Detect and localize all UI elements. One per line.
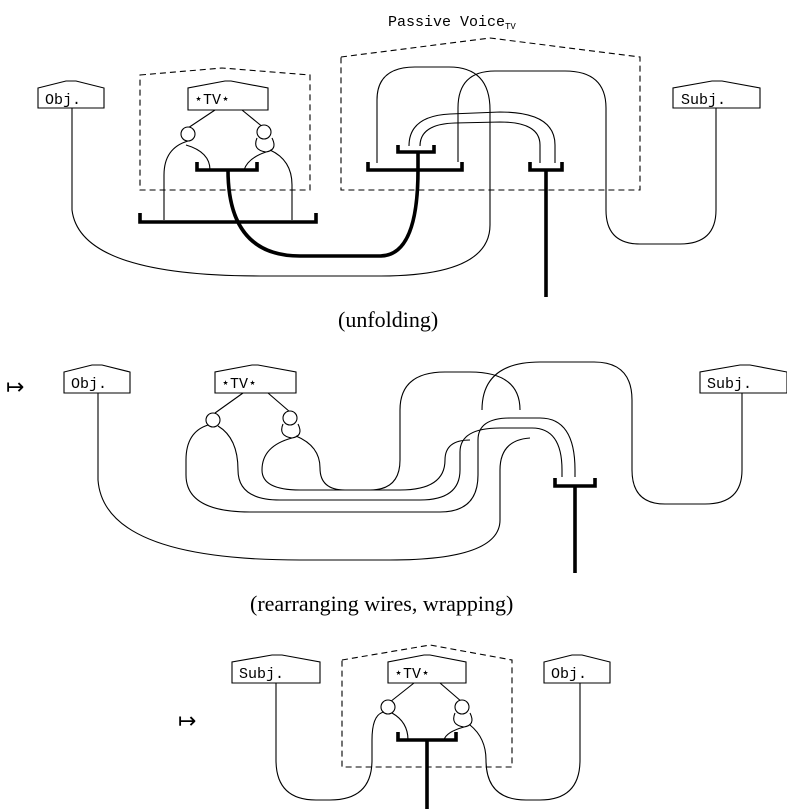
- passive-output-cup: [528, 162, 564, 172]
- obj-label: Obj.: [45, 92, 81, 109]
- subj-box-3: Subj.: [231, 654, 321, 684]
- subj-label: Subj.: [681, 92, 726, 109]
- obj-box-2: Obj.: [63, 364, 131, 394]
- tv-label: ⋆TV⋆: [194, 92, 230, 109]
- obj-box: Obj.: [37, 80, 105, 109]
- passive-cup-small: [396, 145, 436, 154]
- tv-box-2: ⋆TV⋆: [214, 364, 297, 394]
- tv-box: ⋆TV⋆: [187, 80, 269, 111]
- step-label-unfolding: (unfolding): [338, 307, 438, 332]
- result-dashed-box: [341, 644, 513, 768]
- passive-cup-large: [366, 162, 464, 172]
- joining-thick-wire: [226, 169, 420, 258]
- step-label-rearranging: (rearranging wires, wrapping): [250, 591, 513, 616]
- tv-node-left: [180, 126, 196, 142]
- subj-label-3: Subj.: [239, 666, 284, 683]
- panel-3: ↦ Subj. ⋆TV⋆ Obj.: [178, 644, 611, 809]
- tv-label-3: ⋆TV⋆: [394, 666, 430, 683]
- tv-label-2: ⋆TV⋆: [221, 376, 257, 393]
- result-cup: [396, 732, 458, 742]
- left-cup: [138, 213, 318, 224]
- maps-to-arrow-2: ↦: [178, 709, 196, 734]
- tv-node-right-2: [282, 410, 298, 426]
- panel-2: ↦ Obj. ⋆TV⋆ Subj. (rearranging wires, wr…: [6, 361, 787, 616]
- subj-box-2: Subj.: [699, 364, 787, 394]
- tv-node-right-3: [454, 699, 470, 715]
- output-cup-2: [553, 478, 597, 488]
- tv-dashed-box: [139, 67, 311, 191]
- tv-box-3: ⋆TV⋆: [387, 654, 467, 684]
- passive-voice-box: [340, 37, 641, 191]
- obj-label-2: Obj.: [71, 376, 107, 393]
- passive-voice-title: Passive VoiceTV: [388, 14, 516, 32]
- subj-box: Subj.: [672, 80, 761, 109]
- maps-to-arrow-1: ↦: [6, 375, 24, 400]
- tv-node-left-2: [205, 412, 221, 428]
- panel-1: Passive VoiceTV Obj. Subj. ⋆TV⋆: [37, 14, 761, 332]
- obj-box-3: Obj.: [543, 654, 611, 684]
- tv-node-right: [256, 124, 272, 140]
- subj-label-2: Subj.: [707, 376, 752, 393]
- tv-node-left-3: [380, 699, 396, 715]
- obj-label-3: Obj.: [551, 666, 587, 683]
